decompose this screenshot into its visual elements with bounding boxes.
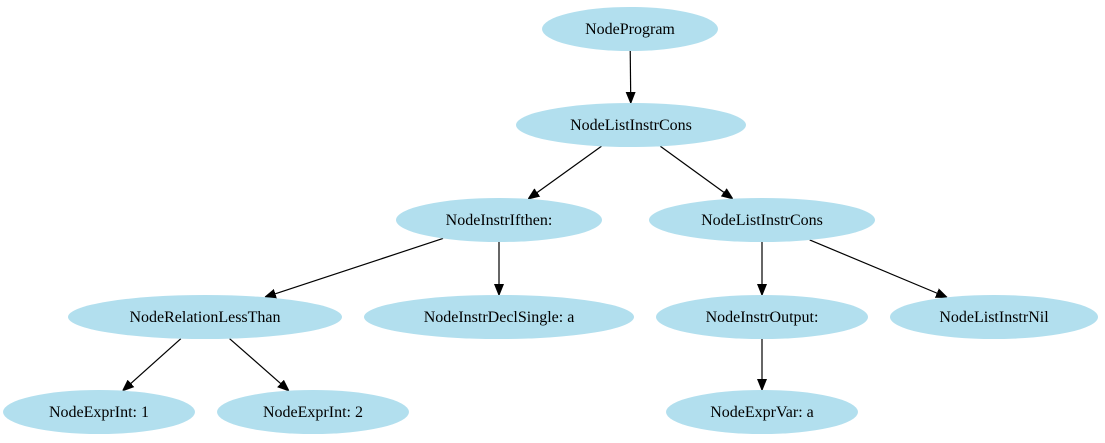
tree-node: NodeListInstrCons: [516, 103, 746, 147]
node-ellipse: [3, 390, 195, 434]
node-ellipse: [656, 295, 868, 339]
node-ellipse: [890, 295, 1098, 339]
node-label: NodeListInstrNil: [939, 309, 1049, 326]
node-label: NodeExprInt: 1: [49, 404, 149, 421]
edge-n1-to-n3: [659, 145, 732, 198]
nodes-layer: NodeProgramNodeListInstrConsNodeInstrIft…: [3, 7, 1098, 434]
node-label: NodeExprInt: 2: [263, 404, 363, 421]
node-ellipse: [649, 198, 875, 242]
tree-node: NodeExprInt: 1: [3, 390, 195, 434]
tree-node: NodeExprInt: 2: [217, 390, 409, 434]
node-ellipse: [396, 198, 602, 242]
node-label: NodeInstrOutput:: [706, 309, 819, 326]
tree-node: NodeInstrIfthen:: [396, 198, 602, 242]
node-label: NodeRelationLessThan: [129, 309, 280, 326]
node-ellipse: [516, 103, 746, 147]
edge-n0-to-n1: [630, 50, 631, 103]
node-label: NodeExprVar: a: [710, 404, 814, 421]
node-label: NodeListInstrCons: [701, 212, 823, 229]
tree-node: NodeInstrOutput:: [656, 295, 868, 339]
tree-node: NodeInstrDeclSingle: a: [364, 295, 634, 339]
edge-n2-to-n4: [265, 237, 444, 297]
node-label: NodeInstrDeclSingle: a: [424, 309, 575, 326]
edge-n4-to-n9: [229, 338, 289, 391]
tree-node: NodeExprVar: a: [666, 390, 858, 434]
node-ellipse: [217, 390, 409, 434]
edge-n4-to-n8: [123, 338, 182, 391]
edges-layer: [123, 50, 947, 391]
tree-node: NodeProgram: [542, 7, 718, 51]
node-ellipse: [666, 390, 858, 434]
node-ellipse: [68, 295, 342, 339]
edge-n1-to-n2: [528, 145, 602, 199]
tree-node: NodeListInstrNil: [890, 295, 1098, 339]
node-label: NodeProgram: [585, 21, 675, 38]
node-label: NodeListInstrCons: [570, 117, 692, 134]
tree-node: NodeRelationLessThan: [68, 295, 342, 339]
node-label: NodeInstrIfthen:: [446, 212, 553, 229]
edge-n3-to-n7: [809, 239, 947, 297]
node-ellipse: [364, 295, 634, 339]
node-ellipse: [542, 7, 718, 51]
tree-node: NodeListInstrCons: [649, 198, 875, 242]
